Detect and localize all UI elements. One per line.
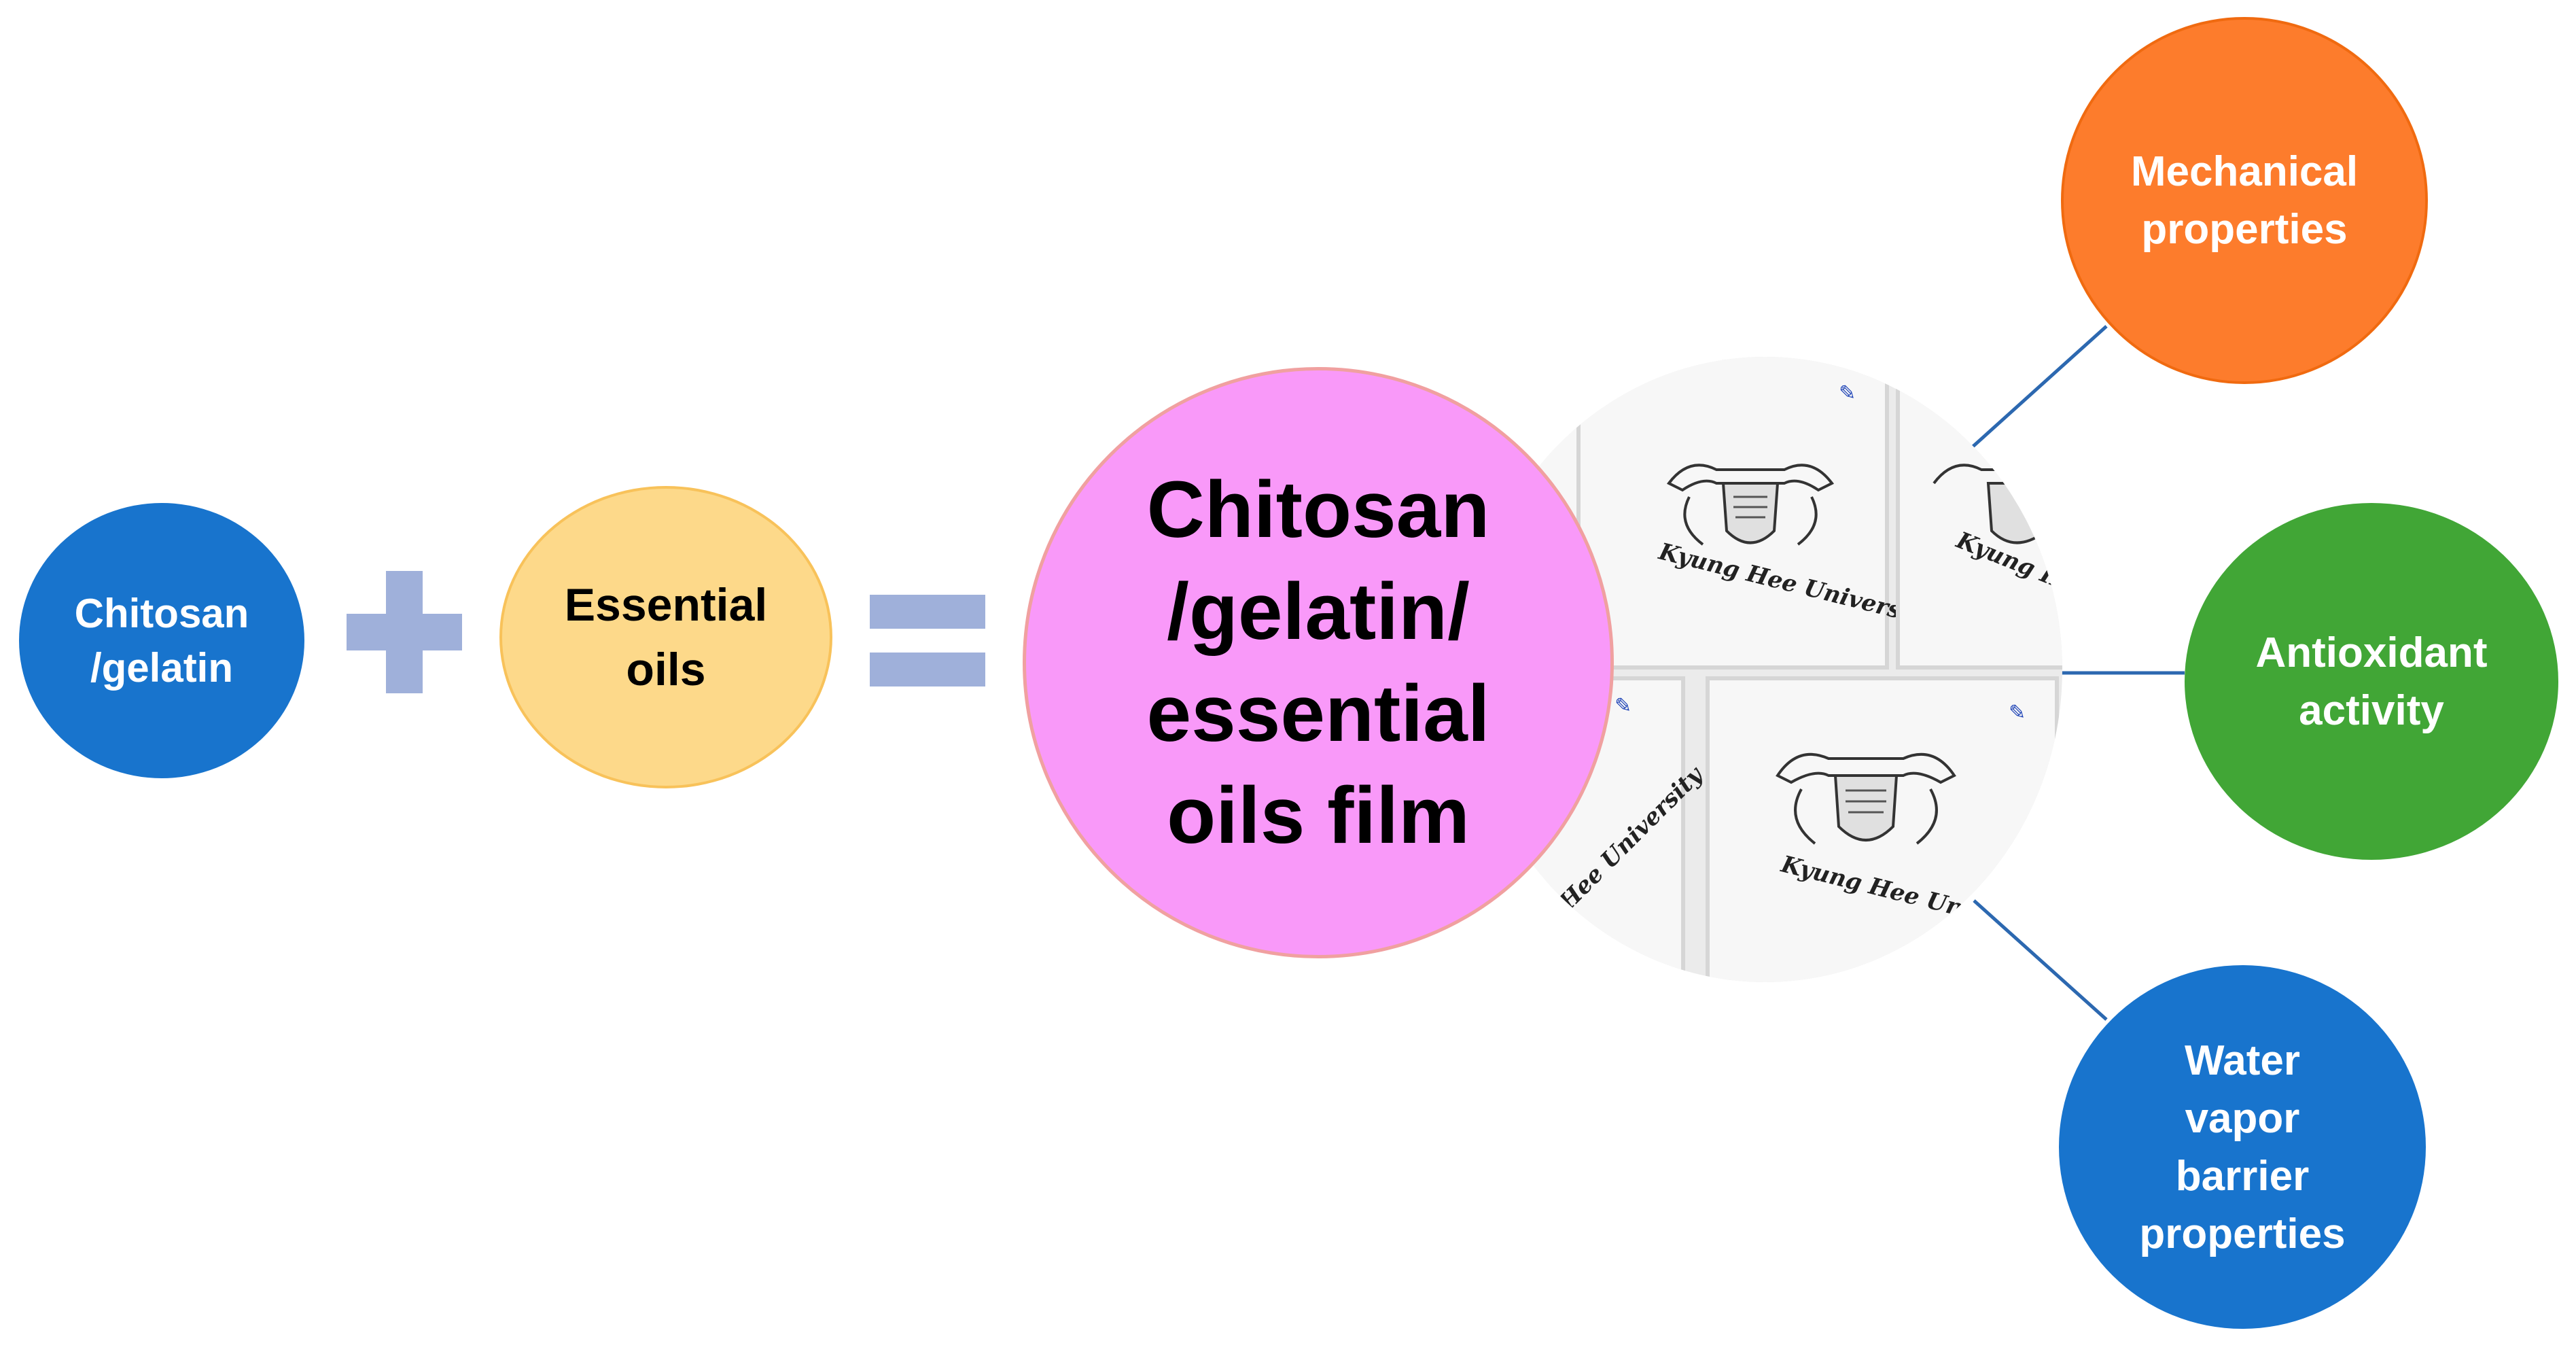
- water-vapor-barrier-label: Water vapor barrier properties: [2139, 1037, 2346, 1257]
- film-sample-top-middle: Kyung Hee University ✎: [1576, 357, 1936, 670]
- mechanical-properties-label: Mechanical properties: [2130, 148, 2359, 253]
- chitosan-gelatin-node: Chitosan /gelatin: [19, 503, 304, 778]
- film-photo: Kyung Hee University ✎ Kyung Hee Univers…: [1468, 357, 2062, 982]
- mechanical-properties-node: Mechanical properties: [2061, 17, 2428, 384]
- crest-emblem: [1666, 464, 1835, 546]
- film-label: Chitosan /gelatin/ essential oils film: [1146, 465, 1490, 860]
- crest-emblem-2: [1933, 464, 2062, 544]
- film-sample-top-right: Kyung Hee University: [1896, 357, 2062, 670]
- film-sample-bottom-right: Kyung Hee University ✎: [1706, 676, 2059, 982]
- antioxidant-activity-node: Antioxidant activity: [2185, 503, 2558, 860]
- film-node: Chitosan /gelatin/ essential oils film: [1023, 367, 1614, 958]
- sample-mark-3: ✎: [2009, 701, 2026, 725]
- sample-mark: ✎: [1839, 381, 1856, 405]
- university-label-4: Kyung Hee University: [1778, 850, 2058, 945]
- antioxidant-activity-label: Antioxidant activity: [2255, 629, 2488, 734]
- sample-mark-2: ✎: [1615, 694, 1632, 718]
- water-vapor-barrier-node: Water vapor barrier properties: [2059, 965, 2426, 1329]
- chitosan-gelatin-label: Chitosan /gelatin: [74, 590, 249, 691]
- plus-icon: [347, 571, 462, 693]
- crest-emblem-3: [1776, 752, 1956, 845]
- essential-oils-node: Essential oils: [499, 486, 832, 788]
- essential-oils-label: Essential oils: [564, 578, 768, 695]
- equals-icon: [870, 595, 985, 686]
